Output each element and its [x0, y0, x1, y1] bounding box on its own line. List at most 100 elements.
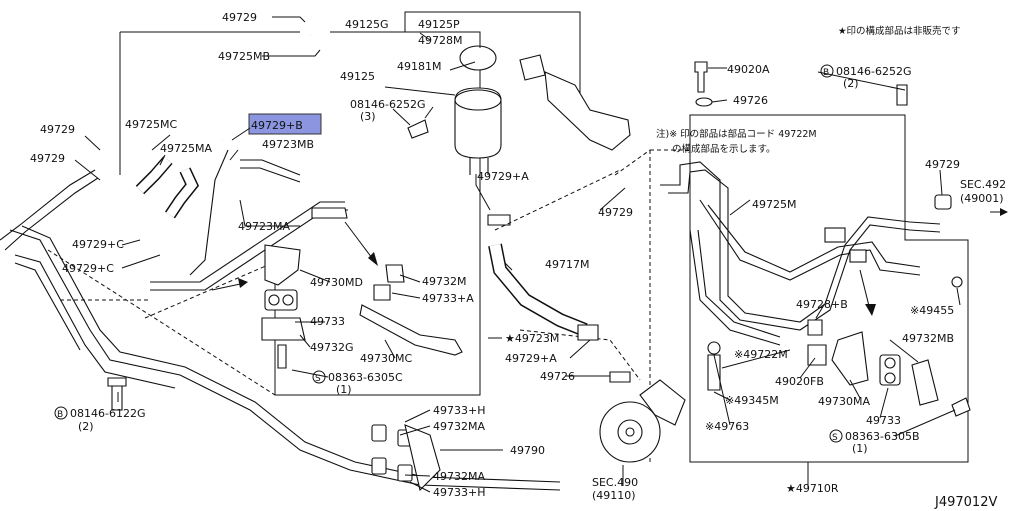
bolt-head-08146-6122G	[107, 377, 127, 387]
callout-49729-left-2: 49729	[30, 152, 65, 165]
callout-49729B: 49729+B	[251, 119, 303, 132]
callout-49733H-2: 49733+H	[433, 486, 485, 499]
callout-49125P: 49125P	[418, 18, 460, 31]
svg-text:B: B	[823, 68, 829, 78]
callout-49020A: 49020A	[727, 63, 770, 76]
callout-49730MA: 49730MA	[818, 395, 870, 408]
callout-49733H-1: 49733+H	[433, 404, 485, 417]
arrow-center-bracket	[344, 221, 376, 263]
clamp-49732MA-upper	[371, 424, 387, 442]
washer-49726-upper	[695, 97, 713, 107]
callout-49733: 49733	[310, 315, 345, 328]
callout-08363-6305B: 08363-6305B	[845, 430, 920, 443]
bolt-08146-6252G-reservoir	[407, 119, 429, 139]
highlighted-callout-box	[248, 113, 322, 135]
reservoir-grommet-49125P	[519, 54, 546, 81]
oring-49763	[707, 341, 721, 355]
washer-49726-lower	[609, 371, 631, 383]
callout-49455: ※49455	[910, 304, 954, 317]
svg-text:S: S	[832, 433, 838, 443]
pipe-49790-upper	[14, 254, 176, 389]
cooler-tube-inner	[699, 199, 921, 281]
clamp-49729A	[487, 214, 511, 226]
callout-08146-6122G-qty: (2)	[78, 420, 94, 433]
callout-sec490: SEC.490	[592, 476, 638, 489]
callout-49725MC: 49725MC	[125, 118, 177, 131]
callout-sec492: SEC.492	[960, 178, 1006, 191]
callout-49733-right: 49733	[866, 414, 901, 427]
callout-49725MB: 49725MB	[218, 50, 270, 63]
callout-49729A-lower: 49729+A	[505, 352, 557, 365]
callout-49732MB: 49732MB	[902, 332, 954, 345]
bracket-49732G	[261, 317, 306, 341]
callout-49726-lower: 49726	[540, 370, 575, 383]
not-sold-note: ★印の構成部品は非販売です	[838, 25, 961, 37]
clip-49733A	[373, 284, 391, 301]
callout-08363-6305C: 08363-6305C	[328, 371, 403, 384]
cooler-assembly-frame	[689, 114, 969, 463]
bolt-symbol-08146-6122G	[54, 406, 68, 420]
callout-49790: 49790	[510, 444, 545, 457]
callout-49763: ※49763	[705, 420, 749, 433]
callout-49125: 49125	[340, 70, 375, 83]
leader-dashes-left	[47, 249, 641, 396]
callout-49729C-1: 49729+C	[72, 238, 124, 251]
bushing-49728B	[807, 319, 823, 336]
leader-dash-49729	[494, 149, 651, 231]
callout-49733A: 49733+A	[422, 292, 474, 305]
callout-49730MC: 49730MC	[360, 352, 412, 365]
callout-49723M: ★49723M	[505, 332, 559, 345]
component-note-line2: の構成部品を示します。	[672, 143, 776, 155]
diagram-code: J497012V	[934, 495, 997, 510]
tube-49723MB	[189, 149, 301, 276]
callout-49729-left-1: 49729	[40, 123, 75, 136]
callout-08363-6305C-qty: (1)	[336, 383, 352, 396]
bracket-49730MC	[359, 304, 463, 356]
callout-49732M: 49732M	[422, 275, 466, 288]
callout-49723MB: 49723MB	[262, 138, 314, 151]
bracket-49730MD	[264, 244, 301, 286]
callout-49730MD: 49730MD	[310, 276, 363, 289]
cooler-fitting-49729	[934, 194, 952, 210]
fitting-49345M	[707, 354, 721, 391]
cooler-tube-lower	[689, 229, 781, 346]
callout-49729-top: 49729	[222, 11, 257, 24]
callout-49020FB: 49020FB	[775, 375, 824, 388]
callout-49728M: 49728M	[418, 34, 462, 47]
svg-text:S: S	[315, 374, 321, 384]
oring-49455	[951, 276, 963, 288]
callout-49732MA-1: 49732MA	[433, 420, 485, 433]
pipe-left-upper	[0, 169, 99, 251]
callout-49729-mid: 49729	[598, 206, 633, 219]
callout-08363-6305B-qty: (1)	[852, 442, 868, 455]
bracket-49730MA	[831, 331, 869, 386]
cooler-clamp-mid	[849, 249, 867, 263]
pipe-49790	[9, 225, 561, 491]
component-note-line1: 注)※ 印の部品は部品コード 49722M	[656, 128, 817, 140]
callout-08146-6252G-right: 08146-6252G	[836, 65, 911, 78]
callout-49722M: ※49722M	[734, 348, 788, 361]
clamp-49729A-lower	[577, 324, 599, 341]
bolt-symbol-08363-6305B	[829, 429, 843, 443]
bolt-08363-6305B	[951, 397, 971, 417]
callout-49726-upper: 49726	[733, 94, 768, 107]
callout-49725MA: 49725MA	[160, 142, 212, 155]
clamp-49733H-lower	[397, 464, 413, 482]
callout-49732MA-2: 49732MA	[433, 470, 485, 483]
callout-08146-6252G-right-qty: (2)	[843, 77, 859, 90]
bolt-08363-6305C	[277, 344, 287, 369]
callout-08146-6252G-reservoir-qty: (3)	[360, 110, 376, 123]
bolt-symbol-08363-6305C	[312, 370, 326, 384]
reservoir-bracket-49125G	[544, 71, 631, 151]
callout-49125G: 49125G	[345, 18, 389, 31]
main-assembly-frame	[119, 31, 481, 396]
bracket-49723MA	[311, 207, 348, 219]
bolt-49020A	[694, 61, 708, 93]
callout-sec490-ref: (49110)	[592, 489, 636, 502]
callout-49732G: 49732G	[310, 341, 354, 354]
clamp-49732M	[385, 264, 405, 283]
clamp-49732MB	[911, 359, 939, 406]
clamp-bracket-49790	[404, 424, 441, 492]
callout-leaders	[74, 16, 961, 493]
